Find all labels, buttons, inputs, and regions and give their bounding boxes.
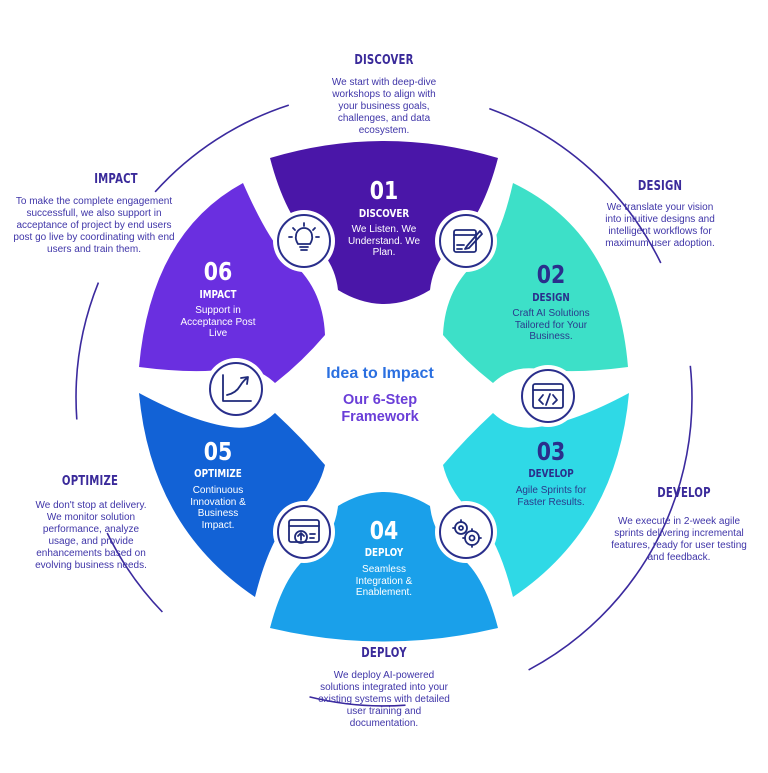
step-04-title: DEPLOY xyxy=(364,546,404,559)
outer-deploy-title: DEPLOY xyxy=(361,646,407,661)
step-06-number: 06 xyxy=(203,257,233,286)
icon-circle-outer xyxy=(435,210,497,272)
step-05-summary: Continuous Innovation & Business Impact. xyxy=(190,485,246,531)
center-subtitle-line2: Framework xyxy=(341,409,419,425)
step-01-summary: We Listen. We Understand. We Plan. xyxy=(347,224,421,258)
icon-circle-outer xyxy=(273,210,335,272)
icon-circle-ring xyxy=(439,214,493,268)
icon-circle-ring xyxy=(521,369,575,423)
outer-optimize-description: We don't stop at delivery. We monitor so… xyxy=(35,500,147,571)
upload-window-icon xyxy=(273,501,335,563)
step-02-summary: Craft AI Solutions Tailored for Your Bus… xyxy=(512,308,590,342)
outer-ring-arc xyxy=(75,282,100,420)
outer-ring-arc xyxy=(528,365,693,671)
wheel-segments xyxy=(139,141,629,642)
design-board-icon xyxy=(435,210,497,272)
outer-ring-arc xyxy=(489,107,662,264)
outer-develop-description: We execute in 2-week agile sprints deliv… xyxy=(611,516,747,563)
step-02-title: DESIGN xyxy=(532,291,570,304)
outer-design-description: We translate your vision into intuitive … xyxy=(605,202,715,249)
icon-circle-ring xyxy=(277,214,331,268)
outer-discover-title: DISCOVER xyxy=(354,53,414,68)
step-02-number: 02 xyxy=(536,260,566,289)
segment-design xyxy=(443,183,628,383)
step-05-title: OPTIMIZE xyxy=(194,467,242,480)
outer-ring-arc xyxy=(154,104,290,193)
outer-discover-description: We start with deep-dive workshops to ali… xyxy=(331,77,437,136)
step-03-number: 03 xyxy=(536,437,566,466)
step-01-title: DISCOVER xyxy=(358,207,410,220)
icon-circles xyxy=(205,210,579,563)
step-01-number: 01 xyxy=(369,176,399,205)
center-title: Idea to Impact xyxy=(326,365,434,382)
lightbulb-icon xyxy=(273,210,335,272)
icon-circle-outer xyxy=(517,365,579,427)
icon-circle-outer xyxy=(205,358,267,420)
outer-impact-description: To make the complete engagement successf… xyxy=(13,196,175,255)
outer-design-title: DESIGN xyxy=(637,179,683,194)
outer-develop-title: DEVELOP xyxy=(657,486,711,501)
icon-circle-ring xyxy=(439,505,493,559)
outer-ring-arc xyxy=(106,532,163,613)
step-04-number: 04 xyxy=(369,516,399,545)
step-03-title: DEVELOP xyxy=(528,467,574,480)
segment-discover xyxy=(270,141,498,304)
outer-ring-arc xyxy=(309,696,406,707)
icon-circle-ring xyxy=(209,362,263,416)
step-05-number: 05 xyxy=(203,437,233,466)
code-window-icon xyxy=(517,365,579,427)
step-06-summary: Support in Acceptance Post Live xyxy=(180,305,256,339)
segment-deploy xyxy=(270,492,498,642)
growth-chart-icon xyxy=(205,358,267,420)
center-subtitle-line1: Our 6-Step xyxy=(342,392,418,408)
gears-icon xyxy=(435,501,497,563)
step-06-title: IMPACT xyxy=(199,288,237,301)
segment-impact xyxy=(139,183,325,383)
step-03-summary: Agile Sprints for Faster Results. xyxy=(515,485,587,508)
segment-develop xyxy=(443,393,629,597)
outer-deploy-description: We deploy AI-powered solutions integrate… xyxy=(318,670,450,729)
outer-impact-title: IMPACT xyxy=(94,172,138,187)
icon-circle-ring xyxy=(277,505,331,559)
step-04-summary: Seamless Integration & Enablement. xyxy=(355,564,413,598)
segment-optimize xyxy=(139,393,325,597)
outer-optimize-title: OPTIMIZE xyxy=(61,474,119,489)
